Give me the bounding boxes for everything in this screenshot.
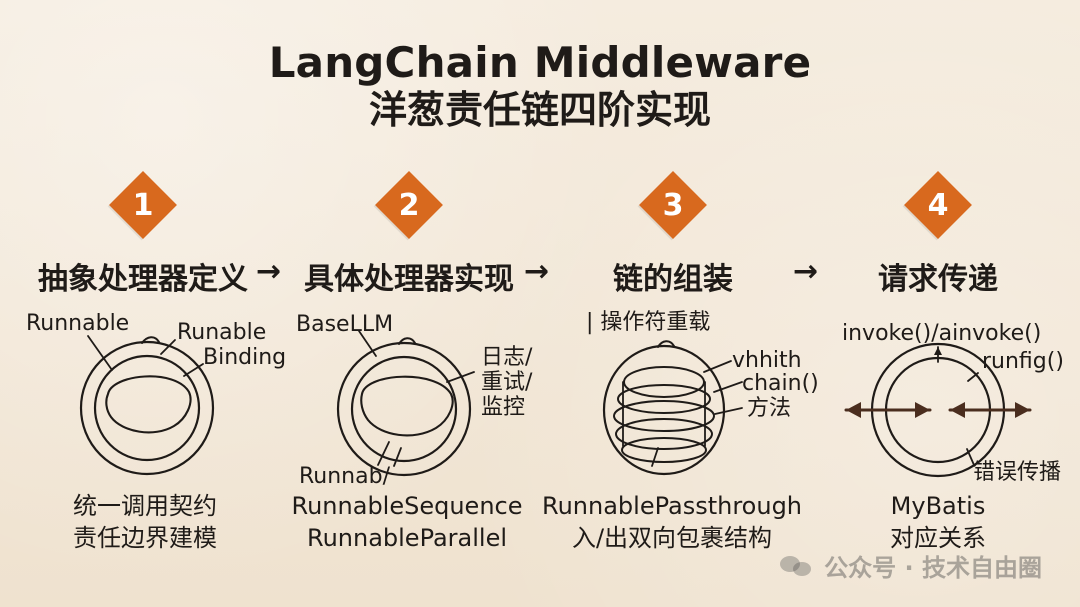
step-1-label-binding: Binding: [203, 345, 287, 370]
step-3-outer-shell: [602, 344, 726, 476]
step-3-label-chain: chain(): [742, 371, 819, 396]
step-4-leader-error: [966, 448, 975, 466]
step-4-flow: [844, 342, 1032, 478]
watermark-text: 公众号 · 技术自由圈: [824, 554, 1042, 582]
step-2-caption-line-1: RunnableSequence: [291, 492, 523, 520]
step-1-outer-ring: [79, 340, 215, 476]
step-1-label-runable: Runable: [177, 320, 267, 345]
step-2-inner-ring: [360, 375, 454, 437]
step-2-number: 2: [398, 187, 420, 223]
step-1-caption-line-1: 统一调用契约: [73, 492, 217, 520]
step-4-label-error-propagation: 错误传播: [973, 460, 1062, 485]
step-2-leader-basellm: [358, 330, 377, 357]
step-2-outer-ring: [336, 341, 472, 477]
step-1-caption-line-2: 责任边界建模: [73, 524, 217, 553]
step-4-right-arrowhead: [1015, 402, 1030, 418]
step-2-heading: 具体处理器实现: [304, 262, 514, 297]
step-3-leader-chain: [713, 381, 743, 393]
step-3-stack: [602, 340, 743, 476]
step-4-caption-line-2: 对应关系: [890, 524, 986, 553]
step-4-right-arrow-tail: [950, 402, 965, 418]
step-3-label-with: vhhith: [732, 348, 802, 373]
step-1-onion: [79, 335, 215, 476]
step-4-top-arrowhead: [934, 347, 942, 355]
step-3-layer-4: [615, 418, 713, 450]
title-english: LangChain Middleware: [268, 38, 812, 87]
step-4-left-arrowhead-left: [846, 402, 861, 418]
step-3-heading: 链的组装: [613, 262, 733, 297]
step-4-left-arrowhead-right: [915, 402, 930, 418]
step-2-badge: 2: [375, 171, 443, 239]
watermark: 公众号 · 技术自由圈: [780, 548, 1042, 583]
step-arrow-2: →: [524, 254, 550, 289]
step-1-leader-runable: [160, 339, 176, 355]
step-1-leader-runnable: [87, 335, 113, 371]
step-2-onion: [336, 330, 475, 477]
step-1-heading: 抽象处理器定义: [38, 262, 248, 297]
step-2-leader-runnab: [377, 441, 390, 466]
page-title: LangChain Middleware 洋葱责任链四阶实现: [0, 40, 1080, 132]
step-2-label-runnab: Runnab/: [299, 464, 390, 489]
step-3-layer-3: [613, 400, 715, 432]
step-2-middle-ring: [350, 355, 458, 463]
step-2-top-tab: [398, 337, 416, 345]
step-4-label-runfig: runfig(): [982, 349, 1064, 374]
step-2-caption-line-2: RunnableParallel: [306, 524, 508, 553]
step-3-caption: RunnablePassthrough 入/出双向包裹结构: [542, 490, 802, 555]
step-3-label-operator: | 操作符重载: [586, 310, 711, 335]
step-4-badge: 4: [904, 171, 972, 239]
step-4-leader-runfig: [967, 372, 979, 382]
step-1-middle-ring: [93, 354, 201, 462]
step-3-layer-2: [617, 384, 711, 414]
step-1-leader-binding: [183, 363, 204, 377]
step-3-number: 3: [662, 187, 684, 223]
step-1-top-tab: [141, 336, 160, 344]
step-4-caption: MyBatis 对应关系: [890, 490, 986, 555]
step-3-leader-method: [714, 407, 743, 415]
step-arrow-1: →: [256, 254, 282, 289]
step-2-label-retry: 重试/: [481, 370, 533, 395]
title-chinese: 洋葱责任链四阶实现: [368, 88, 711, 132]
step-1-number: 1: [132, 187, 154, 223]
step-3-layer-5: [621, 437, 707, 463]
step-4-number: 4: [927, 187, 949, 223]
step-arrow-3: →: [793, 254, 819, 289]
step-3-caption-line-1: RunnablePassthrough: [541, 492, 803, 520]
step-3-badge: 3: [639, 171, 707, 239]
step-4-label-invoke: invoke()/ainvoke(): [842, 321, 1042, 346]
step-1-inner-ring: [105, 375, 192, 434]
step-2-label-monitoring: 监控: [481, 395, 526, 420]
step-2-leader-sequence: [393, 447, 402, 467]
step-2-label-basellm: BaseLLM: [296, 312, 394, 337]
step-3-layer-1: [623, 366, 705, 398]
step-3-top-tab: [657, 340, 675, 348]
step-3-caption-line-2: 入/出双向包裹结构: [571, 524, 773, 553]
step-1-label-runnable: Runnable: [26, 311, 130, 336]
step-3-label-method: 方法: [747, 396, 792, 421]
step-4-caption-line-1: MyBatis: [890, 492, 986, 520]
wechat-icon-bubble-2: [793, 561, 812, 576]
step-2-caption: RunnableSequence RunnableParallel: [292, 490, 523, 555]
wechat-icon: [780, 554, 814, 578]
step-3-leader-passthrough: [651, 447, 659, 467]
wechat-icon-bubble-1: [780, 555, 801, 572]
step-2-leader-logging: [446, 371, 475, 383]
step-3-leader-with: [703, 360, 732, 373]
step-1-caption: 统一调用契约 责任边界建模: [73, 490, 217, 555]
step-4-heading: 请求传递: [878, 262, 998, 297]
step-2-label-logging: 日志/: [481, 345, 533, 370]
step-1-badge: 1: [109, 171, 177, 239]
